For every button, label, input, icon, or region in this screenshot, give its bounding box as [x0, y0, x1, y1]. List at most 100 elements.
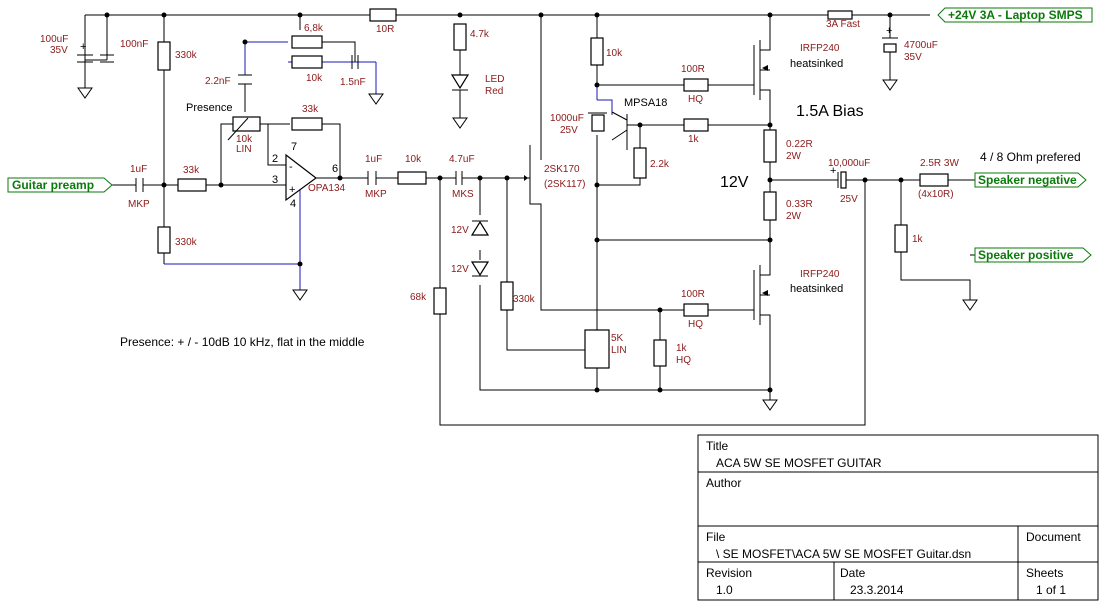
tb-file-label: File: [706, 530, 726, 544]
label-r-2r5-note: (4x10R): [918, 189, 954, 200]
cap-1uf-out: [367, 171, 377, 185]
port-speaker-negative: Speaker negative: [974, 172, 1087, 188]
port-supply: +24V 3A - Laptop SMPS: [937, 7, 1093, 23]
svg-text:Speaker negative: Speaker negative: [978, 173, 1077, 187]
resistor-330k-top: [157, 41, 171, 71]
bjt-mpsa18: [611, 111, 640, 141]
cap-4700uf: +: [882, 25, 898, 53]
svg-text:Speaker positive: Speaker positive: [978, 248, 1074, 262]
cap-1000uf: [588, 112, 607, 132]
resistor-33k-fb: [291, 117, 323, 131]
label-mosfet-bottom: IRFP240: [800, 269, 840, 280]
resistor-10r: [369, 8, 397, 22]
resistor-10k-drain: [590, 37, 604, 66]
cap-100nf: [100, 54, 114, 63]
label-c-1n5: 1.5nF: [340, 77, 366, 88]
resistor-33k-in: [177, 178, 207, 192]
resistor-4k7: [453, 23, 467, 51]
label-mosfet-top-note: heatsinked: [790, 58, 843, 70]
label-presence: Presence: [186, 102, 232, 114]
label-c-1uf-in: 1uF: [130, 164, 147, 175]
tb-date-label: Date: [840, 566, 866, 580]
label-presence-note: Presence: + / - 10dB 10 kHz, flat in the…: [120, 335, 365, 349]
label-r-1k-hq: 1k: [676, 343, 688, 354]
label-pin-3: 3: [272, 174, 278, 186]
label-hq-1: HQ: [676, 355, 691, 366]
label-bjt: MPSA18: [624, 97, 667, 109]
label-r-330k-bottom: 330k: [175, 237, 198, 248]
zener-2: [470, 261, 490, 277]
ground-symbols: [77, 79, 978, 411]
label-hq-bottom: HQ: [688, 319, 703, 330]
resistor-68k: [433, 287, 447, 315]
label-mkp-out: MKP: [365, 189, 387, 200]
junction-dots: [104, 12, 904, 393]
label-mid-voltage: 12V: [720, 174, 749, 191]
label-c-4700uf-v: 35V: [904, 52, 922, 63]
resistor-100r-top: [683, 78, 709, 92]
tb-revision-label: Revision: [706, 566, 752, 580]
svg-text:+: +: [830, 165, 836, 177]
label-r-2k2: 2.2k: [650, 159, 670, 170]
component-labels: 100uF 35V 100nF 330k 6,8k 10k 2.2nF 1.5n…: [40, 19, 1081, 366]
label-r-33k-fb: 33k: [302, 104, 319, 115]
svg-text:+24V 3A - Laptop SMPS: +24V 3A - Laptop SMPS: [948, 8, 1083, 22]
mosfet-bottom: [753, 260, 771, 325]
cap-1n5: [351, 55, 359, 69]
cap-1uf-in: [135, 178, 144, 192]
resistor-330k-bottom: [157, 226, 171, 254]
label-r-330k-gate: 330k: [513, 294, 536, 305]
tb-document-label: Document: [1026, 530, 1081, 544]
label-c-4700uf: 4700uF: [904, 40, 938, 51]
label-r-68k: 68k: [410, 292, 427, 303]
resistor-1k-base: [683, 118, 709, 132]
label-hq-top: HQ: [688, 94, 703, 105]
label-pot-10k: 10k: [236, 134, 253, 145]
label-r-330k-top: 330k: [175, 50, 198, 61]
label-r-100r-top: 100R: [681, 64, 705, 75]
label-mks: MKS: [452, 189, 474, 200]
resistor-2r5: [919, 173, 949, 187]
label-r-0r22: 0.22R: [786, 139, 813, 150]
resistor-0r33: [763, 191, 777, 221]
label-zener-2: 12V: [451, 264, 469, 275]
tb-title-label: Title: [706, 439, 729, 453]
resistor-6k8: [291, 35, 323, 49]
tb-date-value: 23.3.2014: [850, 583, 904, 597]
label-mosfet-top: IRFP240: [800, 43, 840, 54]
label-c-100uf-v: 35V: [50, 45, 68, 56]
port-input: Guitar preamp: [7, 177, 113, 193]
resistor-100r-bottom: [683, 303, 709, 317]
jfet-2sk170: [524, 163, 531, 190]
label-r-1k-base: 1k: [688, 134, 700, 145]
pot-5k: [584, 329, 610, 369]
cap-100uf: +: [77, 41, 93, 63]
tb-author-label: Author: [706, 476, 741, 490]
resistor-0r22: [763, 129, 777, 163]
label-r-6k8: 6,8k: [304, 23, 324, 34]
label-pin-6: 6: [332, 163, 338, 175]
label-c-2n2: 2.2nF: [205, 76, 231, 87]
resistor-10k-fb: [291, 55, 323, 69]
svg-text:+: +: [80, 41, 86, 53]
label-r-10k-fb: 10k: [306, 73, 323, 84]
cap-2n2: [238, 74, 252, 85]
resistor-1k-hq: [653, 339, 667, 367]
opamp-opa134: -+: [285, 153, 318, 202]
label-led-color: Red: [485, 86, 503, 97]
zener-1: [470, 220, 490, 236]
label-r-10k-series: 10k: [405, 154, 422, 165]
led-red: [450, 50, 470, 118]
label-r-10k-drain: 10k: [606, 48, 623, 59]
resistor-2k2: [633, 147, 647, 179]
label-c-4u7: 4.7uF: [449, 154, 475, 165]
tb-sheets-value: 1 of 1: [1036, 583, 1066, 597]
label-r-4k7: 4.7k: [470, 29, 490, 40]
svg-text:-: -: [289, 161, 293, 173]
title-block: Title ACA 5W SE MOSFET GUITAR Author Fil…: [697, 434, 1099, 601]
label-jfet: 2SK170: [544, 164, 580, 175]
label-c-100uf: 100uF: [40, 34, 68, 45]
port-speaker-positive: Speaker positive: [974, 247, 1092, 263]
label-bias: 1.5A Bias: [796, 103, 864, 120]
